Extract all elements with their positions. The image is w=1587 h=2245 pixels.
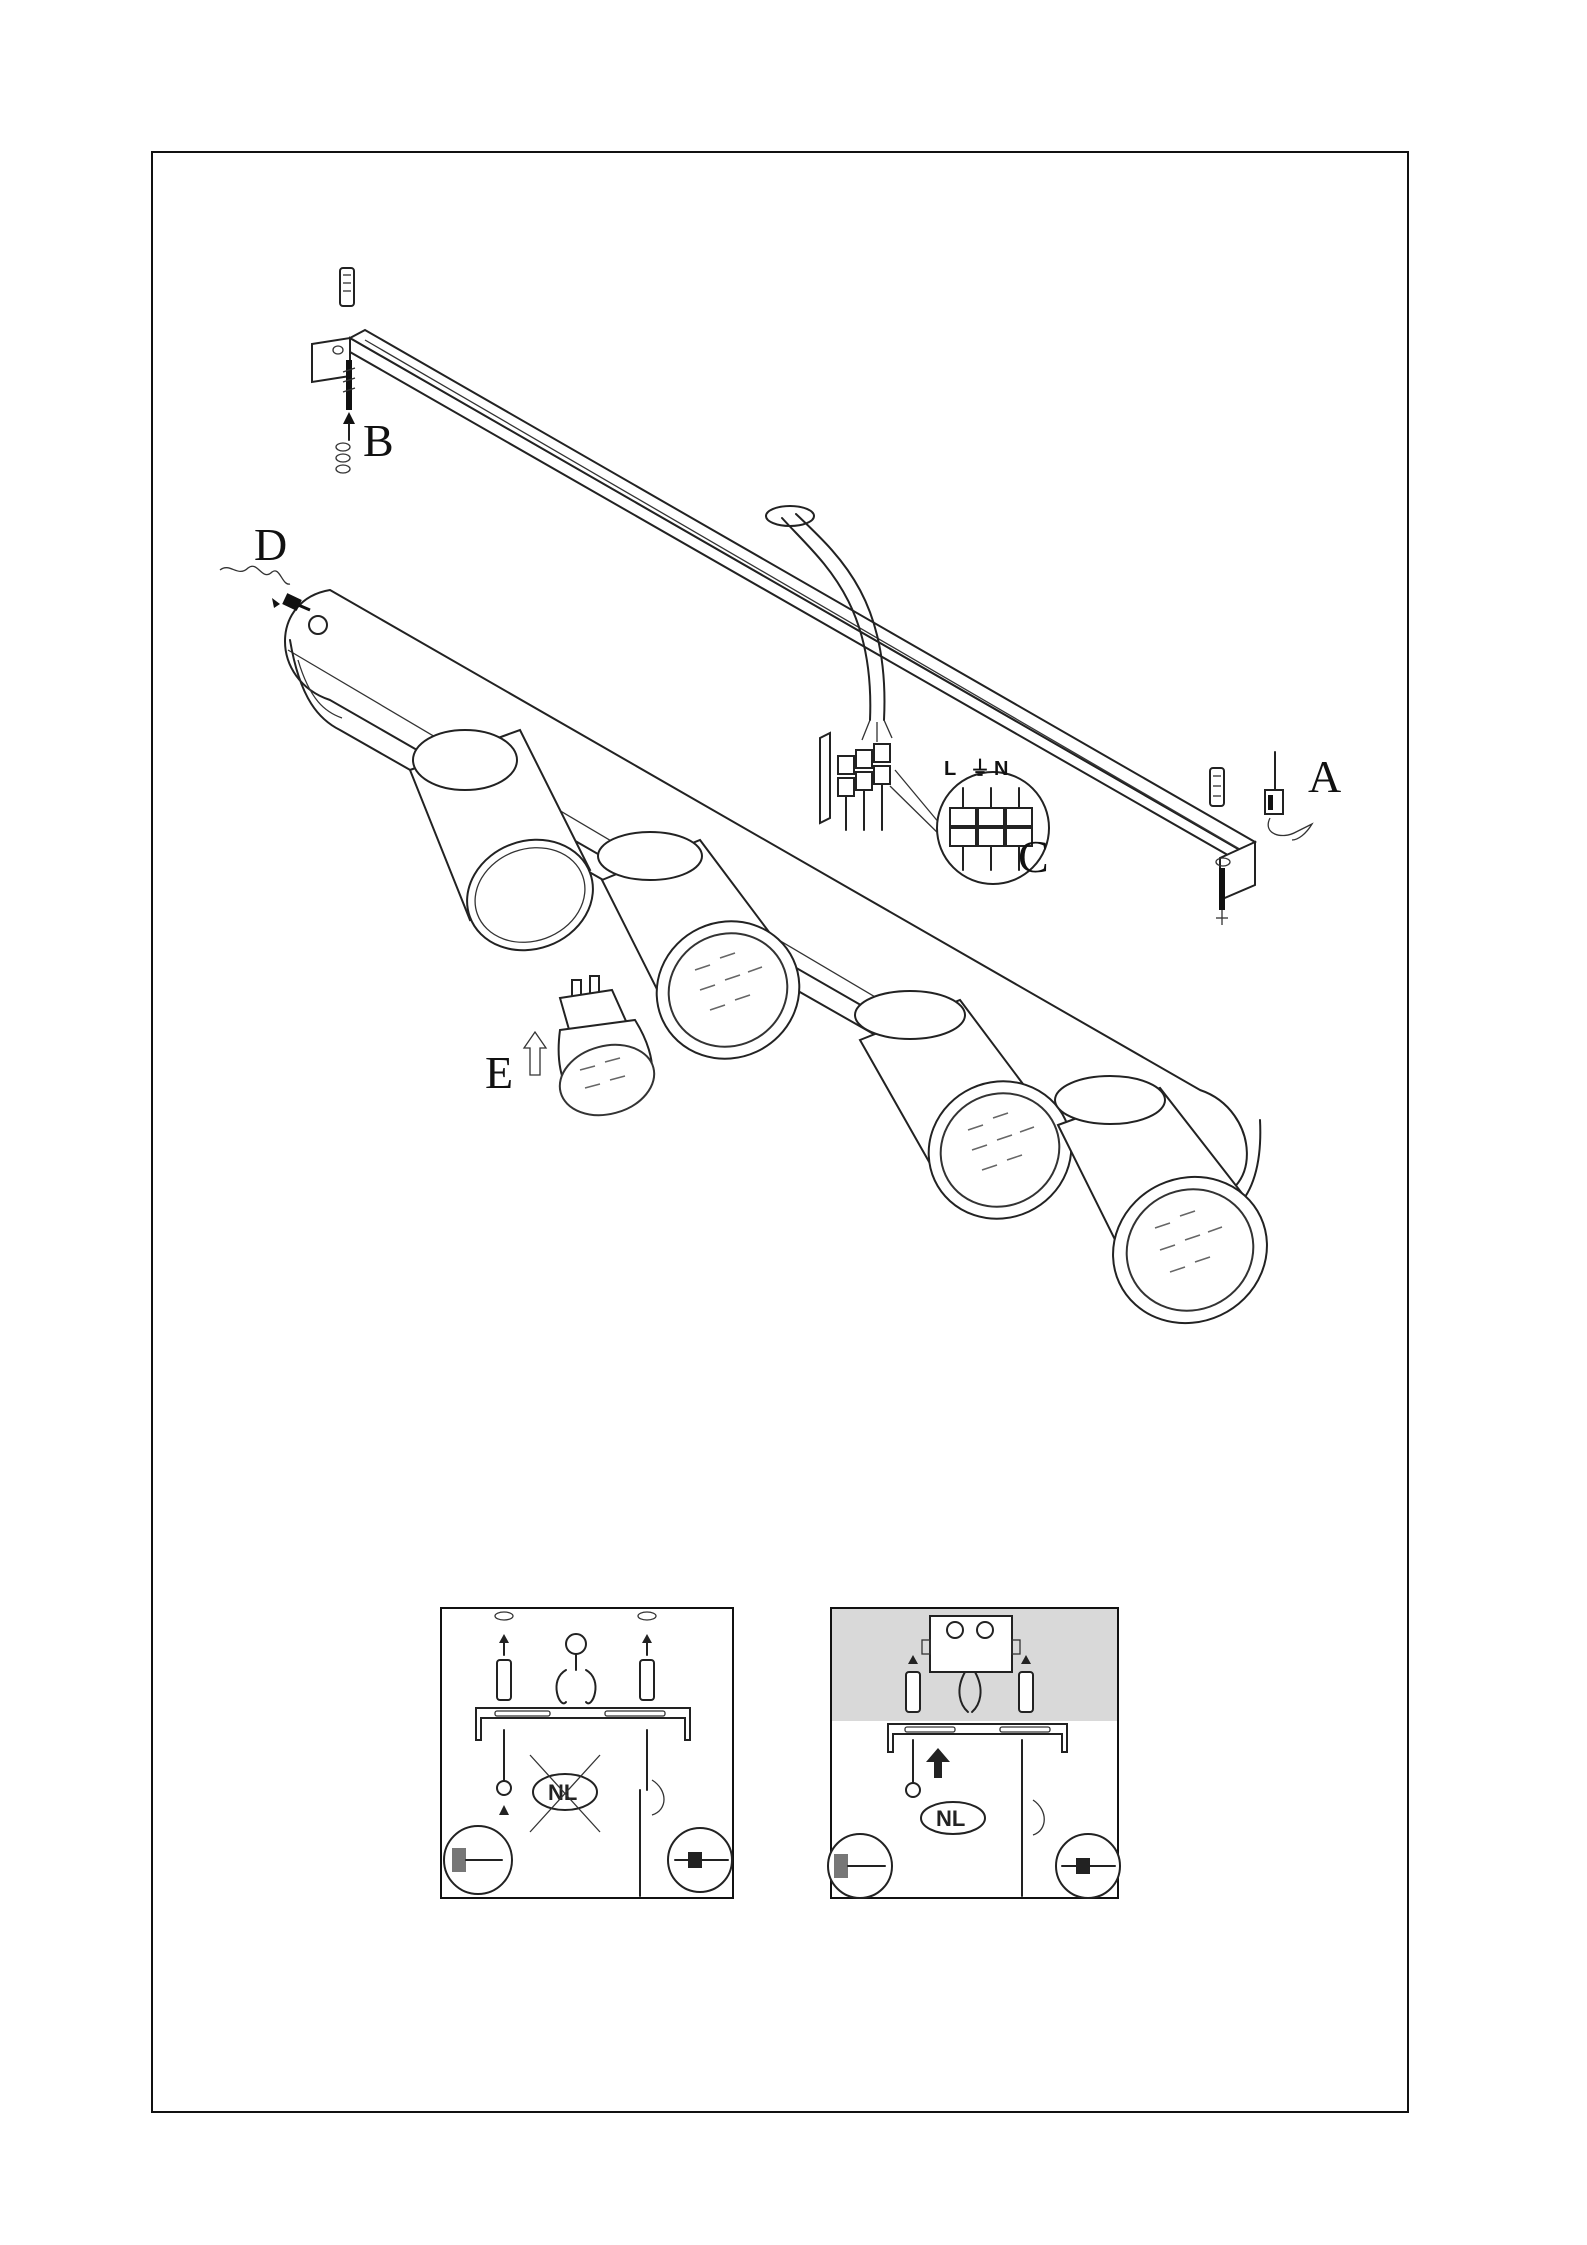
label-b: B (363, 415, 394, 466)
label-c: C (1018, 831, 1049, 882)
panel-1-marking: NL (548, 1780, 577, 1805)
label-e: E (485, 1047, 513, 1098)
panel-2-marking: NL (936, 1806, 965, 1831)
wall-plug-right (1210, 768, 1224, 806)
label-d: D (254, 519, 287, 570)
terminal-neutral-label: N (994, 758, 1008, 780)
terminal-earth-label: ⏚ (970, 757, 990, 780)
hollow-wall-anchor-a (1265, 752, 1312, 840)
gu10-bulb-e (552, 976, 662, 1125)
terminal-live-label: L (944, 758, 956, 780)
screw-d (220, 566, 310, 611)
wall-plug-top (340, 268, 354, 306)
spot-head-4 (1055, 1076, 1291, 1348)
install-panel-2: NL (828, 1608, 1120, 1898)
terminal-block-on-rail (820, 733, 945, 840)
install-panel-1: NL (441, 1608, 733, 1898)
arrow-up-icon (524, 1032, 546, 1075)
label-a: A (1308, 751, 1341, 802)
